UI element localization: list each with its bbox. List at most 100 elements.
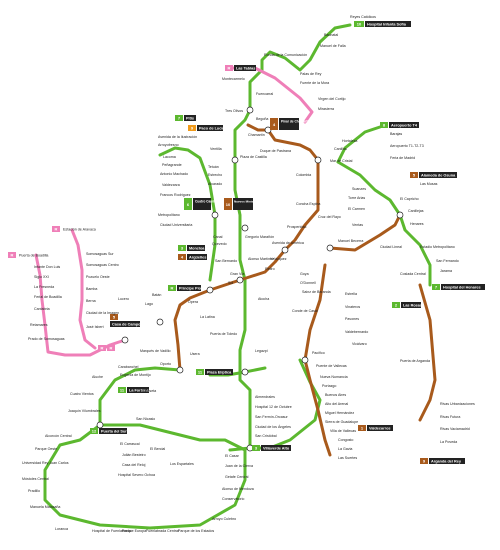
station-label[interactable]: El Capricho: [400, 197, 419, 201]
station-label[interactable]: Joaquín Vilumbrales: [68, 409, 101, 413]
station-label[interactable]: Los Espartales: [170, 462, 194, 466]
station-label[interactable]: Francos Rodríguez: [160, 193, 191, 197]
station-label[interactable]: Ópera: [188, 299, 198, 304]
station-label[interactable]: Miguel Hernández: [325, 411, 354, 415]
station-label[interactable]: Prado de Somosaguas: [28, 337, 65, 341]
station-label[interactable]: Universidad Rey Juan Carlos: [22, 461, 69, 465]
station-label[interactable]: Gregorio Marañón: [245, 235, 274, 239]
terminal-casa-de-campo[interactable]: 5 Casa de Campo: [110, 314, 141, 327]
station-label[interactable]: Julián Besteiro: [122, 453, 146, 457]
station-label[interactable]: Canal: [213, 235, 223, 239]
station-label[interactable]: Velázquez: [270, 257, 287, 261]
terminal-villaverde-alto[interactable]: 3 Villaverde Alto: [252, 445, 291, 451]
line-brown-main[interactable]: [173, 128, 320, 372]
station-label[interactable]: Rivas Urbanizaciones: [440, 402, 475, 406]
terminal-puerta-boadilla[interactable]: R Puerta de Boadilla: [8, 252, 48, 258]
interchange-principe-pio[interactable]: [206, 286, 214, 294]
station-label[interactable]: Fuencarral: [256, 92, 273, 96]
station-label[interactable]: Montecarmelo: [222, 77, 245, 81]
station-label[interactable]: Baunatal: [324, 33, 338, 37]
station-label[interactable]: Ronda de la Comunicación: [264, 53, 307, 57]
terminal-puerta-del-sur[interactable]: 12 Puerta del Sur: [90, 428, 127, 434]
terminal-estacion-aravaca[interactable]: R Estación de Aravaca: [52, 226, 96, 232]
line-green-top-right[interactable]: [336, 125, 382, 164]
station-label[interactable]: Goya: [300, 272, 309, 276]
terminal-hospital-infanta-sofia[interactable]: 10 Hospital Infanta Sofía: [354, 21, 411, 27]
station-label[interactable]: Alonso de Mendoza: [222, 487, 254, 491]
station-label[interactable]: Plaza de Castilla: [240, 155, 267, 159]
station-label[interactable]: San Bernardo: [215, 259, 237, 263]
station-label[interactable]: Retiro: [265, 267, 275, 271]
terminal-arganda[interactable]: 9 Arganda del Rey: [420, 458, 465, 464]
station-label[interactable]: Ciudad de la Imagen: [86, 311, 119, 315]
station-label[interactable]: Ciudad Universitaria: [160, 223, 192, 227]
station-label[interactable]: Almendrales: [255, 395, 275, 399]
station-label[interactable]: Bamba: [86, 287, 97, 291]
line-green-ring[interactable]: [43, 423, 247, 530]
station-label[interactable]: Lucero: [118, 297, 129, 301]
station-label[interactable]: Palas de Rey: [300, 72, 322, 76]
station-label[interactable]: Manuel de Falla: [320, 44, 346, 48]
interchange-manuel-becerra[interactable]: [326, 244, 334, 252]
station-label[interactable]: Antonio Machado: [160, 172, 188, 176]
station-label[interactable]: Carabanchel: [118, 365, 139, 369]
station-label[interactable]: La Poveda: [440, 440, 457, 444]
station-label[interactable]: Arroyofresno: [158, 143, 179, 147]
station-label[interactable]: Nueva Numancia: [320, 375, 348, 379]
terminal-plaza-eliptica[interactable]: 11 Plaza Elíptica: [196, 369, 233, 375]
station-label[interactable]: Estrella: [345, 292, 357, 296]
station-label[interactable]: Las Musas: [420, 182, 438, 186]
station-label[interactable]: Aluche: [92, 375, 103, 379]
station-label[interactable]: La Fresneda: [34, 285, 54, 289]
station-label[interactable]: Cruz del Rayo: [318, 215, 341, 219]
station-label[interactable]: La Latina: [200, 315, 215, 319]
station-label[interactable]: Estadio Metropolitano: [420, 245, 455, 249]
station-label[interactable]: Alvarado: [208, 182, 222, 186]
station-label[interactable]: Congosto: [338, 438, 353, 442]
line-brown-south[interactable]: [303, 263, 327, 362]
station-label[interactable]: Móstoles Central: [22, 477, 49, 481]
terminal-aeropuerto[interactable]: 8 Aeropuerto T4: [380, 122, 419, 128]
station-label[interactable]: Ventas: [352, 223, 363, 227]
station-label[interactable]: Hospital Severo Ochoa: [118, 473, 155, 477]
terminal-arguelles[interactable]: 4 Argüelles: [178, 254, 207, 260]
station-label[interactable]: Lacoma: [163, 155, 176, 159]
station-label[interactable]: Chamartín: [248, 133, 265, 137]
station-label[interactable]: Oporto: [160, 362, 171, 366]
station-label[interactable]: Barajas: [390, 132, 402, 136]
station-label[interactable]: Mirasierra: [318, 107, 334, 111]
line-pink-link[interactable]: [70, 228, 97, 350]
station-label[interactable]: Tetuán: [208, 165, 219, 169]
station-label[interactable]: Torre Arias: [348, 196, 365, 200]
station-label[interactable]: Sainz de Baranda: [302, 290, 331, 294]
station-label[interactable]: Arroyo Culebro: [212, 517, 236, 521]
interchange-plaza-castilla[interactable]: [231, 156, 239, 164]
station-label[interactable]: El Carmen: [348, 207, 365, 211]
terminal-cuatro-caminos[interactable]: 6 Cuatro Caminos: [184, 198, 220, 210]
station-label[interactable]: Conde de Casal: [292, 309, 318, 313]
station-label[interactable]: Lago: [145, 302, 153, 306]
station-label[interactable]: Reyes Católicos: [350, 15, 376, 19]
terminal-principe-pio[interactable]: R Príncipe Pío: [168, 285, 202, 291]
station-label[interactable]: Alcorcón Central: [45, 434, 72, 438]
station-label[interactable]: Cuatro Vientos: [70, 392, 94, 396]
station-label[interactable]: Getafe Central: [225, 475, 249, 479]
station-label[interactable]: San Nicasio: [136, 417, 155, 421]
station-label[interactable]: Alto del Arenal: [325, 402, 348, 406]
station-label[interactable]: Alonso Martínez: [248, 257, 274, 261]
station-label[interactable]: Vinateros: [345, 305, 360, 309]
terminal-alameda-osuna[interactable]: 5 Alameda de Osuna: [410, 172, 457, 178]
line-green-south[interactable]: [98, 366, 182, 427]
station-label[interactable]: Canillas: [334, 147, 347, 151]
station-label[interactable]: Marqués de Vadillo: [140, 349, 171, 353]
station-label[interactable]: Pradillo: [28, 489, 40, 493]
station-label[interactable]: Ciudad Lineal: [380, 245, 402, 249]
station-label[interactable]: Siglo XXI: [34, 275, 49, 279]
interchange-colonia-jardin[interactable]: [121, 336, 129, 344]
interchange-pacifico[interactable]: [301, 356, 309, 364]
station-label[interactable]: Concha Espina: [296, 202, 320, 206]
line-brown-east[interactable]: [328, 213, 402, 252]
station-label[interactable]: El Casar: [225, 454, 240, 458]
station-label[interactable]: Rivas Futura: [440, 415, 460, 419]
line-green-west[interactable]: [158, 146, 217, 282]
